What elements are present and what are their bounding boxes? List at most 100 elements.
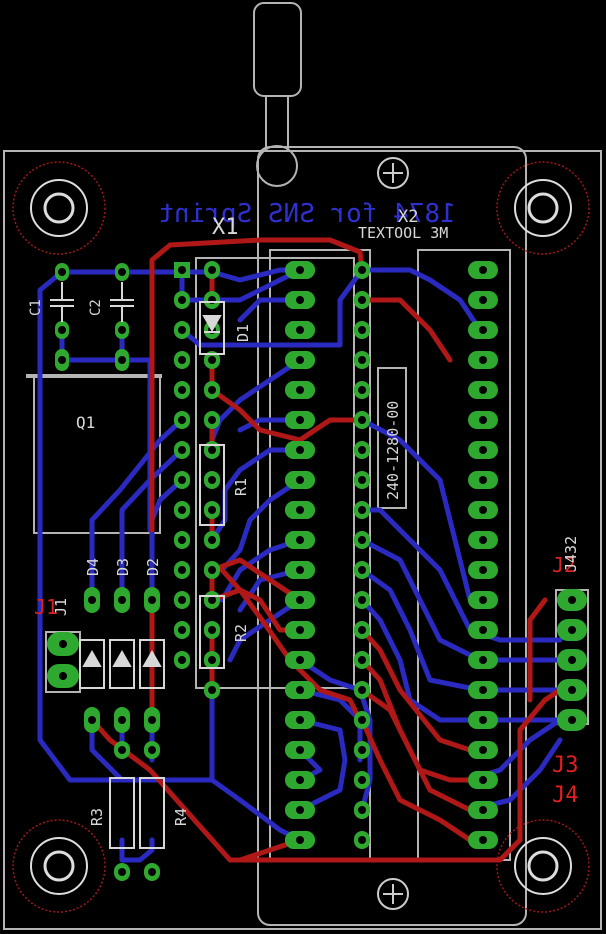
q1-pad-hole: [118, 356, 126, 364]
zif-pin-hole: [296, 836, 304, 844]
zif-pin-hole: [358, 446, 366, 454]
zif-pin-hole: [358, 626, 366, 634]
zif-pin-hole: [358, 416, 366, 424]
label-c2: C2: [88, 299, 104, 316]
x1-pin-hole: [208, 506, 216, 514]
zif-pin-hole: [358, 716, 366, 724]
zif-right-pin-hole: [479, 356, 487, 364]
j1-pad-hole: [59, 640, 67, 648]
label-d4: D4: [84, 558, 102, 576]
zif-pin-hole: [296, 746, 304, 754]
zif-right-pin-hole: [479, 596, 487, 604]
zif-pin-hole: [358, 746, 366, 754]
zif-pin-hole: [296, 776, 304, 784]
zif-pin-hole: [296, 566, 304, 574]
zif-pin-hole: [296, 416, 304, 424]
socket-screw-top: [377, 157, 409, 189]
zif-pin-hole: [358, 686, 366, 694]
zif-pin-hole: [296, 386, 304, 394]
x1-pin-hole: [208, 536, 216, 544]
label-x2: X2: [398, 207, 418, 227]
zif-right-pin-hole: [479, 686, 487, 694]
label-j2-red: J2: [552, 553, 576, 577]
j432-pad-hole: [568, 596, 576, 604]
zif-right-pin-hole: [479, 386, 487, 394]
zif-pin-hole: [358, 656, 366, 664]
board-title: 1874 for SNS Sprint: [158, 199, 455, 229]
c1-pad-hole: [58, 268, 66, 276]
zif-pin-hole: [296, 656, 304, 664]
x1-pin-hole: [178, 356, 186, 364]
q1-pad-hole: [58, 356, 66, 364]
zif-pin-hole: [296, 326, 304, 334]
label-r4: R4: [172, 808, 190, 826]
label-r3: R3: [88, 808, 106, 826]
x1-pin-hole: [208, 476, 216, 484]
component-silk: [50, 282, 225, 849]
x1-pin-hole: [178, 506, 186, 514]
x1-pin-hole: [178, 596, 186, 604]
x1-pin-hole: [208, 356, 216, 364]
zif-pin-hole: [296, 266, 304, 274]
zif-pin-hole: [296, 476, 304, 484]
label-j432-silk: J432: [562, 536, 580, 572]
label-j1-red: J1: [34, 595, 58, 619]
x1-pin-hole: [208, 446, 216, 454]
zif-pin-hole: [358, 326, 366, 334]
mount-hole-tl: [12, 161, 106, 255]
x1-pin-hole: [178, 626, 186, 634]
zif-right-pin-hole: [479, 476, 487, 484]
label-q1: Q1: [76, 413, 95, 432]
zif-pin-hole: [296, 446, 304, 454]
x1-pin-hole: [178, 476, 186, 484]
zif-right-pin-hole: [479, 536, 487, 544]
mount-hole-tr: [496, 161, 590, 255]
x1-pin-hole: [178, 536, 186, 544]
x1-pin-hole: [178, 446, 186, 454]
zif-right-pin-hole: [479, 776, 487, 784]
zif-pin-hole: [296, 716, 304, 724]
zif-right-pin-hole: [479, 416, 487, 424]
zif-pin-hole: [296, 806, 304, 814]
x1-pin-hole: [178, 326, 186, 334]
diode-pad-hole: [88, 596, 96, 604]
zif-right-pin-hole: [479, 746, 487, 754]
j1-pad-hole: [59, 672, 67, 680]
diode-pad-hole: [118, 716, 126, 724]
label-j3-red: J3: [552, 753, 579, 778]
zif-pin-hole: [296, 686, 304, 694]
zif-pin-hole: [358, 476, 366, 484]
zif-pin-hole: [358, 536, 366, 544]
zif-pin-hole: [296, 626, 304, 634]
mount-hole-bl: [12, 819, 106, 913]
x1-pin-hole: [208, 566, 216, 574]
board-text: 1874 for SNS Sprint X1 X2 TEXTOOL 3M 240…: [28, 199, 580, 826]
x1-pin-hole: [178, 296, 186, 304]
zif-pin-hole: [358, 776, 366, 784]
zif-pin-hole: [358, 566, 366, 574]
c2-pad-hole: [118, 268, 126, 276]
label-x1: X1: [212, 215, 239, 240]
zif-pin-hole: [358, 296, 366, 304]
zif-right-pin-hole: [479, 296, 487, 304]
zif-pin-hole: [358, 806, 366, 814]
zif-right-pin-hole: [479, 806, 487, 814]
x1-pin-hole: [208, 596, 216, 604]
zif-pin-hole: [296, 596, 304, 604]
label-chip-code: 240-1280-00: [384, 401, 402, 500]
diode-pad-hole: [148, 596, 156, 604]
j432-pad-hole: [568, 656, 576, 664]
label-r1: R1: [232, 478, 250, 496]
x1-pin-hole: [178, 266, 186, 274]
zif-right-pin-hole: [479, 716, 487, 724]
r3-pad-hole: [118, 746, 126, 754]
zif-pin-hole: [358, 836, 366, 844]
zif-pin-hole: [358, 386, 366, 394]
label-textool: TEXTOOL 3M: [358, 224, 448, 242]
x1-pin-hole: [178, 386, 186, 394]
j432-pad-hole: [568, 686, 576, 694]
zif-right-pin-hole: [479, 566, 487, 574]
x1-pin-hole: [208, 386, 216, 394]
x1-pin-hole: [178, 566, 186, 574]
c2-pad-hole: [118, 326, 126, 334]
